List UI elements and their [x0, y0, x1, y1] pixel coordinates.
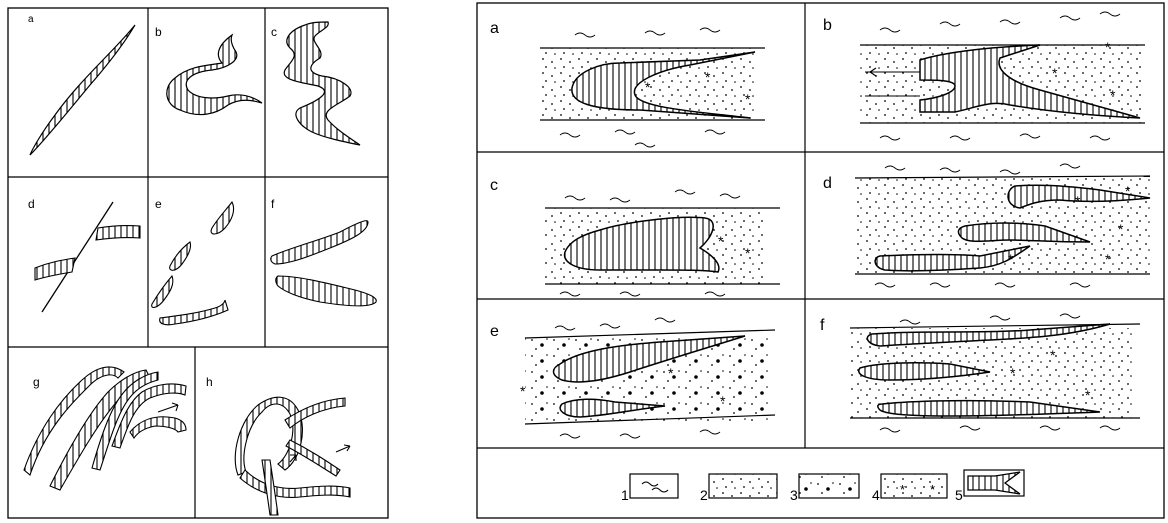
legend-item-2: 2: [700, 474, 777, 503]
panel-label: e: [490, 323, 499, 340]
asterisk-mark: *: [1105, 39, 1111, 55]
left-panel-d: d: [28, 197, 140, 312]
vein-lens: [271, 221, 368, 264]
asterisk-mark: *: [520, 383, 526, 399]
asterisk-mark: *: [930, 482, 935, 497]
growth-arrow: [158, 405, 178, 412]
folded-vein-shape: [167, 35, 262, 115]
asterisk-mark: *: [705, 69, 711, 85]
right-panel-b: b * * *: [823, 12, 1145, 140]
right-panel-f: f * * *: [820, 314, 1140, 432]
right-panel-e: e * * *: [490, 318, 775, 438]
layer-boundary: [855, 176, 1150, 178]
lens-vein-shape: [30, 25, 135, 155]
asterisk-mark: *: [745, 245, 751, 261]
panel-label: d: [823, 175, 832, 192]
legend-number: 4: [872, 487, 880, 503]
legend-number: 2: [700, 487, 708, 503]
panel-label: e: [155, 197, 162, 211]
legend-item-3: 3: [790, 474, 859, 503]
legend-swatch: [709, 474, 777, 498]
fault-line: [42, 202, 113, 312]
vein-segment: [96, 226, 140, 240]
right-figure: a * * * b: [477, 3, 1164, 518]
legend-number: 3: [790, 487, 798, 503]
left-panel-g: g: [24, 367, 186, 490]
vein-segment: [35, 258, 75, 280]
asterisk-mark: *: [1050, 347, 1056, 363]
panel-label: a: [490, 20, 499, 37]
panel-label: d: [28, 197, 35, 211]
left-panel-h: h: [206, 375, 350, 515]
asterisk-mark: *: [1110, 87, 1116, 103]
panel-label: g: [33, 375, 40, 389]
folded-vein: [130, 417, 186, 438]
left-panel-e: e: [152, 197, 234, 325]
vein-lens: [276, 276, 377, 306]
asterisk-mark: *: [1118, 221, 1124, 237]
panel-label: f: [271, 197, 275, 211]
asterisk-mark: *: [1125, 183, 1131, 199]
left-figure: a b c d e f: [8, 8, 388, 518]
panel-label: b: [823, 17, 832, 34]
left-panel-c: c: [271, 22, 360, 145]
asterisk-mark: *: [1085, 387, 1091, 403]
asterisk-mark: *: [1105, 251, 1111, 267]
panel-label: c: [271, 25, 277, 39]
vein-fragment: [160, 300, 228, 325]
zigzag-vein-shape: [284, 22, 360, 145]
asterisk-mark: *: [645, 79, 651, 95]
legend-swatch: [881, 474, 947, 498]
vein-fragment: [152, 276, 173, 307]
legend-number: 1: [621, 487, 629, 503]
left-panel-b: b: [155, 25, 262, 115]
legend: 1 2 3 4 * * 5: [621, 470, 1024, 503]
asterisk-mark: *: [1075, 193, 1081, 209]
panel-label: a: [28, 14, 34, 25]
asterisk-mark: *: [745, 91, 751, 107]
vein-fragment: [211, 202, 234, 234]
legend-item-1: 1: [621, 474, 678, 503]
asterisk-mark: *: [1010, 365, 1016, 381]
panel-label: c: [490, 177, 498, 194]
asterisk-mark: *: [900, 482, 905, 497]
asterisk-mark: *: [668, 365, 674, 381]
right-panel-c: c * *: [490, 177, 780, 296]
legend-number: 5: [955, 487, 963, 503]
panel-label: f: [820, 317, 825, 334]
asterisk-mark: *: [718, 233, 724, 249]
asterisk-mark: *: [720, 393, 726, 409]
left-panel-a: a: [28, 14, 135, 155]
panel-label: b: [155, 25, 162, 39]
left-panel-f: f: [271, 197, 377, 306]
asterisk-mark: *: [1008, 251, 1014, 267]
legend-item-4: 4 * *: [872, 474, 947, 503]
right-panel-d: d * * * * *: [823, 164, 1150, 287]
legend-item-5: 5: [955, 470, 1024, 503]
legend-swatch: [799, 474, 859, 498]
vein-fragment: [170, 242, 191, 270]
panel-label: h: [206, 375, 213, 389]
right-panel-a: a * * *: [490, 20, 765, 147]
asterisk-mark: *: [1052, 65, 1058, 81]
